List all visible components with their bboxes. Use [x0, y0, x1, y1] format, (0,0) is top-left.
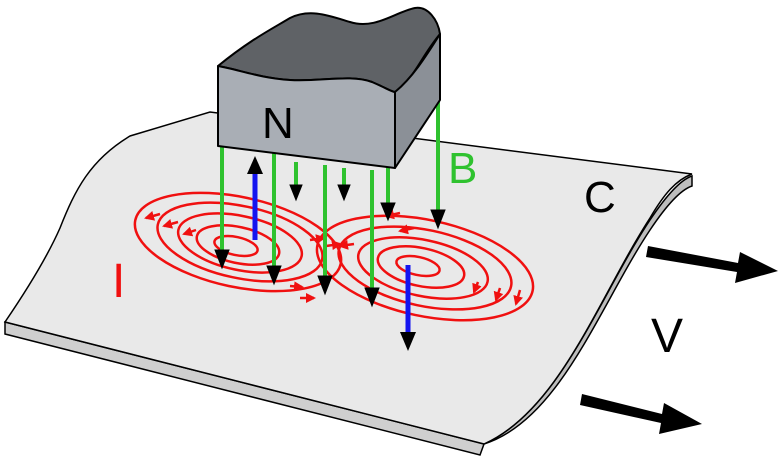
eddy-arrow: [325, 240, 342, 251]
motion-arrows: [580, 246, 778, 434]
eddy-loop-right: [376, 245, 466, 289]
velocity-label: V: [651, 310, 684, 363]
right-arrow-icon: [580, 394, 702, 434]
magnetic-field-lines: [220, 98, 440, 290]
right-arrow-icon: [646, 246, 778, 283]
field-arrowhead: [289, 184, 303, 202]
field-arrowheads: [214, 184, 446, 308]
field-arrowhead: [337, 184, 351, 202]
field-arrowhead: [214, 249, 230, 270]
field-arrowhead: [380, 202, 396, 222]
field-arrowhead: [364, 287, 380, 308]
eddy-arrow: [472, 281, 482, 294]
induced-field-up-arrowhead: [247, 156, 263, 174]
eddy-loop-left: [195, 224, 281, 266]
eddy-loop-left: [176, 212, 304, 274]
eddy-arrow: [309, 234, 326, 245]
eddy-arrow: [182, 226, 197, 237]
current-label: I: [112, 255, 126, 308]
field-arrowhead: [266, 265, 282, 286]
eddy-arrow: [144, 210, 161, 221]
field-label: B: [448, 144, 478, 193]
magnet-front: [217, 65, 396, 169]
eddy-arrow: [493, 287, 504, 302]
field-arrowhead: [317, 275, 333, 296]
magnet-side: [394, 33, 441, 169]
eddy-loop-right: [356, 236, 490, 300]
field-arrowhead: [430, 209, 446, 230]
induced-field: [247, 156, 416, 351]
eddy-arrow: [289, 281, 304, 292]
eddy-arrow: [162, 218, 179, 229]
magnet-label: N: [262, 99, 294, 148]
conductor-label: C: [584, 173, 616, 222]
eddy-loop-right-inner: [395, 254, 441, 278]
eddy-arrow: [513, 289, 524, 306]
induced-field-down-arrowhead: [400, 332, 416, 351]
eddy-loop-left-inner: [213, 234, 259, 258]
eddy-arrow: [338, 239, 355, 250]
eddy-arrow: [398, 224, 415, 235]
eddy-loop-left: [156, 201, 324, 283]
magnet: [217, 6, 441, 169]
